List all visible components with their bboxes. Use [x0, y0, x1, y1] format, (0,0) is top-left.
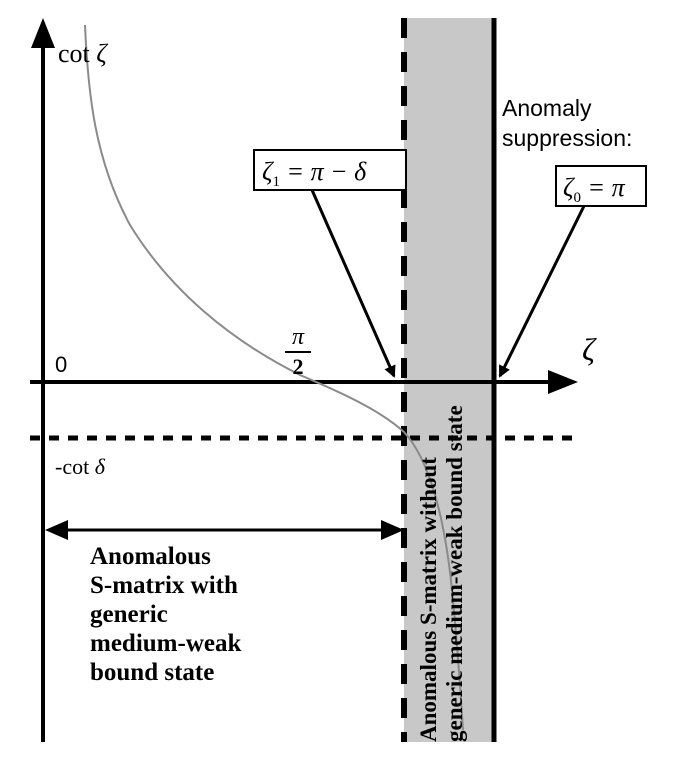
pi-denominator: 2: [293, 354, 304, 379]
y-axis-label: cot ζ: [58, 39, 108, 68]
left-region-arrowhead-right: [381, 520, 404, 540]
zeta0-expression: ζ0 = π: [563, 173, 626, 206]
band-text-line2: generic medium-weak bound state: [442, 405, 467, 742]
left-region-text: Anomalous S-matrix with generic medium-w…: [90, 543, 241, 686]
zeta1-expression: ζ1 = π − δ: [262, 157, 367, 190]
band-text-line1: Anomalous S-matrix without: [416, 457, 441, 742]
x-axis-label: ζ: [582, 331, 597, 367]
pi-over-2-label: π 2: [285, 324, 311, 379]
left-region-line2: S-matrix with: [90, 572, 238, 599]
zeta1-pointer-arrow: [310, 189, 396, 378]
cot-curve: [84, 24, 464, 731]
zeta0-box: ζ0 = π: [555, 165, 647, 207]
left-region-line1: Anomalous: [90, 543, 211, 570]
left-region-line3: generic: [90, 601, 168, 628]
pi-numerator: π: [292, 324, 305, 350]
left-region-arrowhead-left: [45, 520, 68, 540]
y-axis-arrowhead: [31, 18, 55, 48]
origin-label: 0: [55, 352, 67, 377]
left-region-line4: medium-weak: [90, 630, 241, 657]
x-axis-arrowhead: [548, 370, 578, 394]
zeta0-pointer-arrow: [498, 205, 586, 378]
band-text: Anomalous S-matrix without generic mediu…: [416, 405, 467, 742]
anomaly-suppression-line1: Anomaly: [502, 95, 592, 121]
left-region-line5: bound state: [90, 659, 214, 686]
zeta1-box: ζ1 = π − δ: [253, 149, 407, 191]
neg-cot-delta-label: -cot δ: [55, 454, 106, 479]
anomaly-suppression-line2: suppression:: [502, 125, 632, 151]
